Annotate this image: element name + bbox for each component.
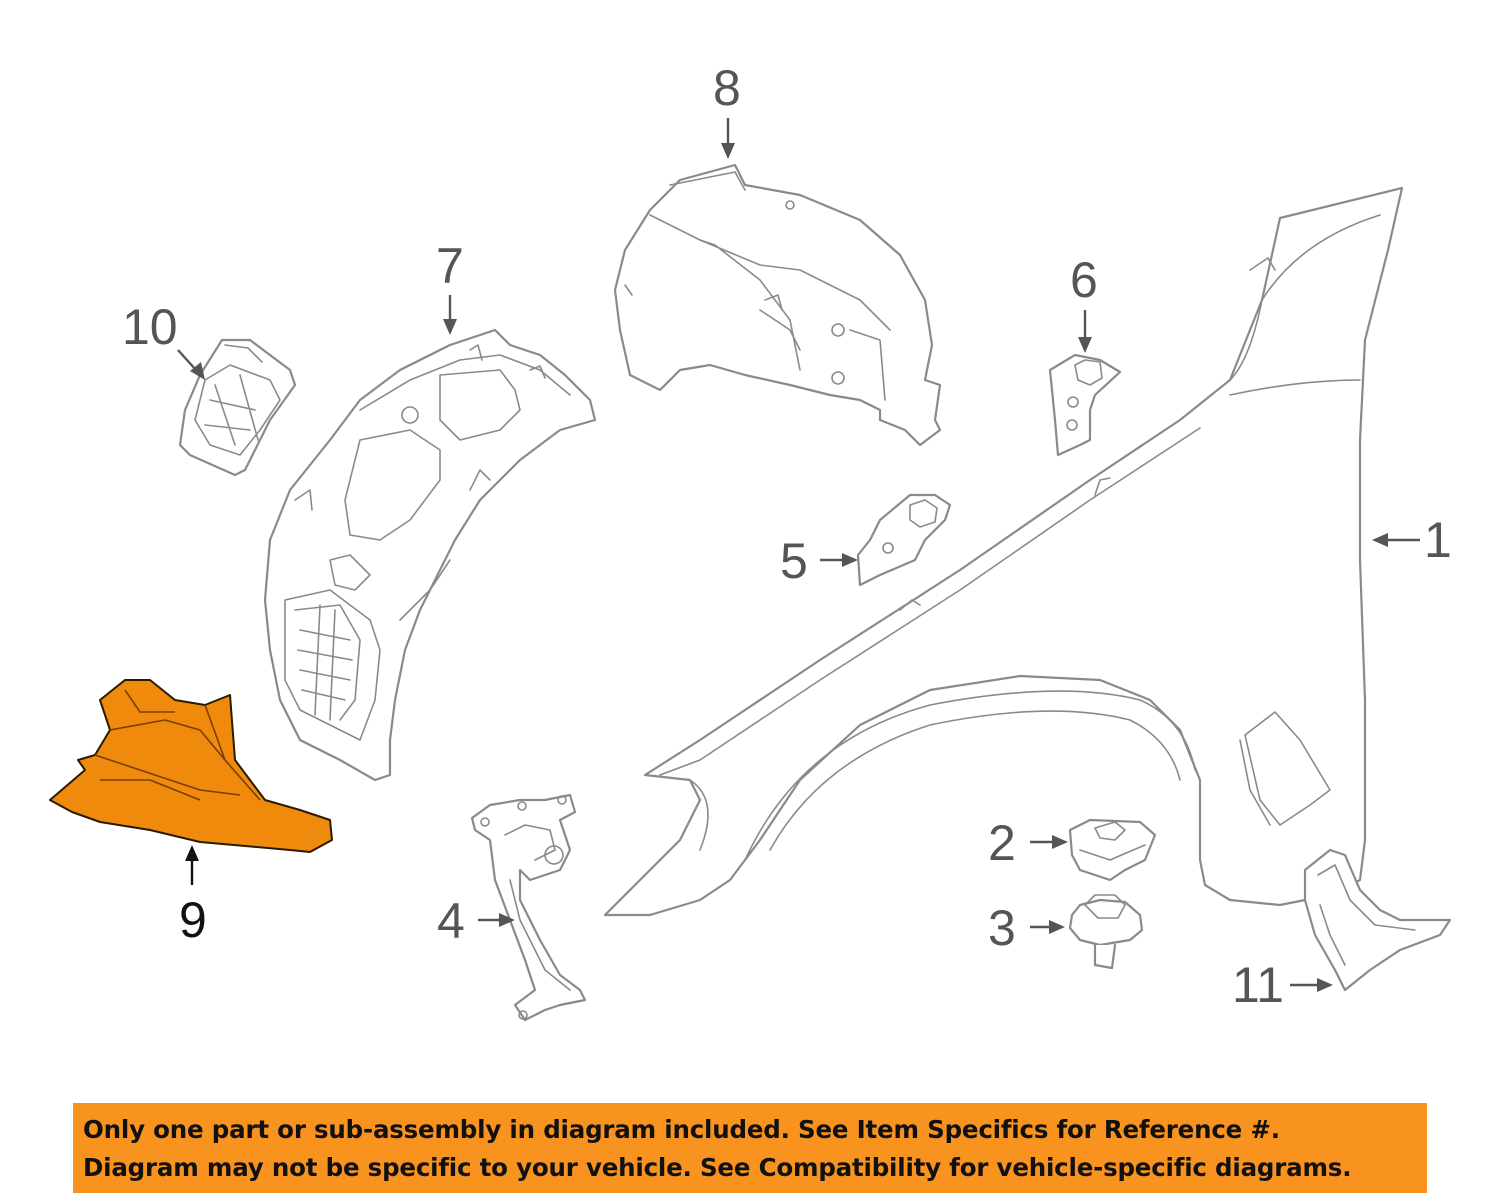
callout-11: 11 <box>1232 957 1284 1013</box>
callout-3: 3 <box>988 900 1016 956</box>
disclaimer-line-2: Diagram may not be specific to your vehi… <box>83 1153 1352 1182</box>
part-bracket-lower <box>856 493 952 587</box>
callout-8: 8 <box>713 60 741 116</box>
disclaimer-line-1: Only one part or sub-assembly in diagram… <box>83 1115 1280 1144</box>
callout-5: 5 <box>780 533 808 589</box>
part-access-cover <box>178 338 297 477</box>
callout-4: 4 <box>437 893 465 949</box>
part-wheelhouse-upper <box>613 163 942 447</box>
callout-1: 1 <box>1424 512 1452 568</box>
part-splash-shield-highlighted <box>49 679 333 853</box>
part-bolt <box>1068 894 1144 970</box>
part-inner-liner <box>263 328 597 782</box>
part-trim-cover <box>1303 848 1452 992</box>
callout-arrows <box>177 118 1420 992</box>
part-fender <box>603 186 1404 917</box>
callout-7: 7 <box>436 238 464 294</box>
part-support-bracket <box>470 793 587 1022</box>
part-bracket-upper <box>1048 353 1122 457</box>
disclaimer-banner: Only one part or sub-assembly in diagram… <box>73 1103 1427 1193</box>
part-clip-nut <box>1068 818 1157 882</box>
callout-6: 6 <box>1070 252 1098 308</box>
callout-labels: 1 2 3 4 5 6 7 8 9 10 11 <box>122 60 1452 1013</box>
callout-2: 2 <box>988 815 1016 871</box>
callout-9: 9 <box>179 892 207 948</box>
callout-10: 10 <box>122 299 178 355</box>
